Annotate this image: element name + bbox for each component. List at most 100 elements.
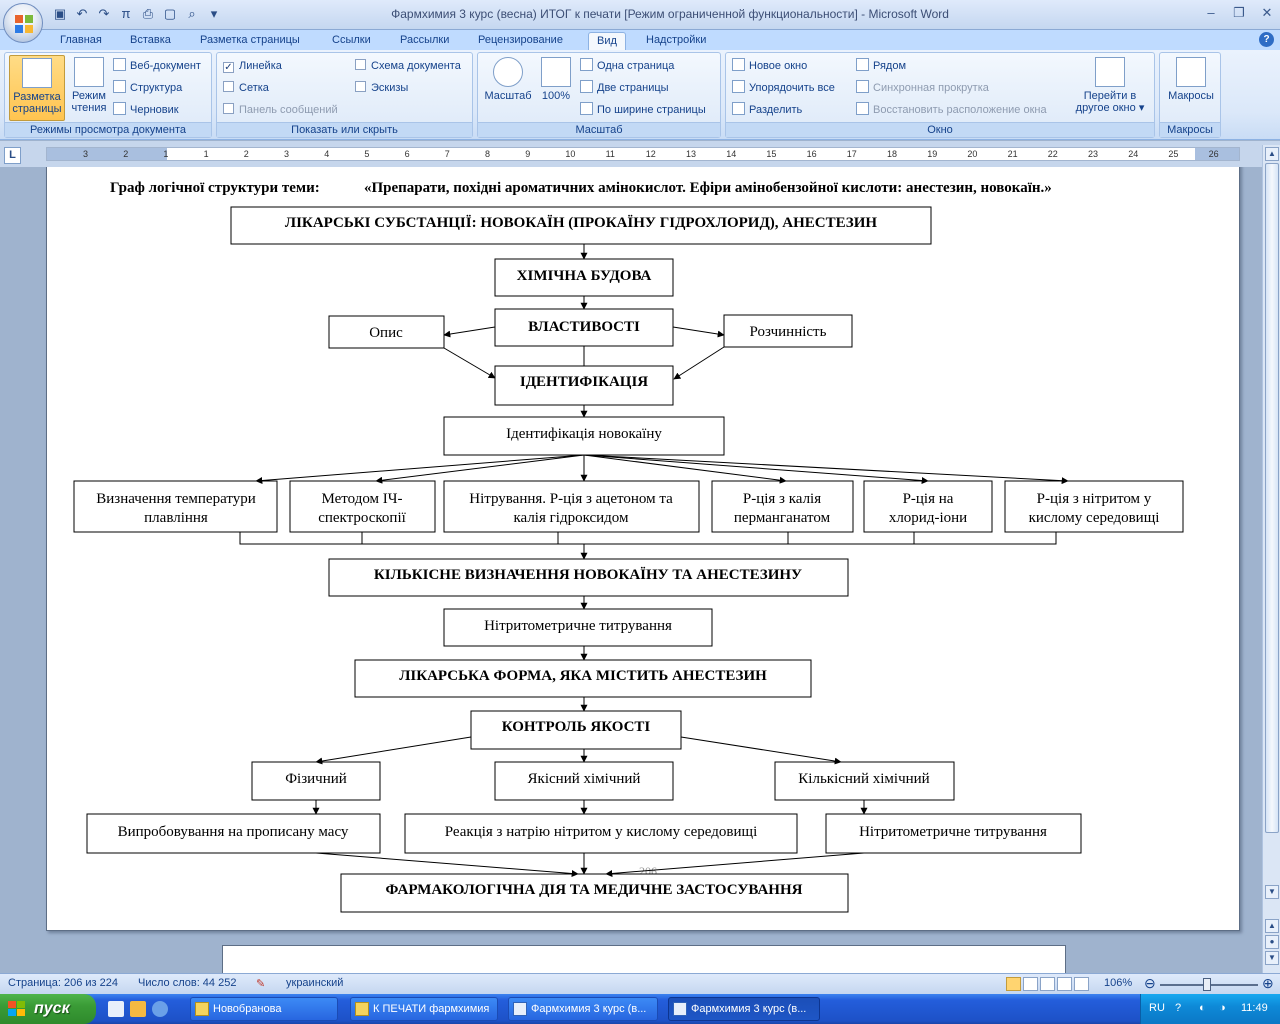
prev-page-icon[interactable]: ▲ xyxy=(1265,919,1279,933)
status-bar: Страница: 206 из 224 Число слов: 44 252 … xyxy=(0,973,1280,994)
svg-text:Методом ІЧ-: Методом ІЧ- xyxy=(321,491,402,507)
new-window-button[interactable]: Новое окно xyxy=(732,57,807,75)
new-doc-icon[interactable]: ▢ xyxy=(163,6,177,21)
save-icon[interactable]: ▣ xyxy=(53,6,67,21)
office-button[interactable] xyxy=(3,3,43,43)
outline-button[interactable]: Структура xyxy=(113,79,182,97)
tab-insert[interactable]: Вставка xyxy=(130,34,171,46)
tab-view[interactable]: Вид xyxy=(588,32,626,50)
next-page-icon[interactable]: ▼ xyxy=(1265,951,1279,965)
ruler-number: 4 xyxy=(324,149,330,159)
word-doc-icon xyxy=(673,1002,687,1016)
zoom-out-icon[interactable]: ⊖ xyxy=(1144,975,1156,991)
customize-qat-icon[interactable]: ▾ xyxy=(210,6,218,21)
node-dosage-form: ЛІКАРСЬКА ФОРМА, ЯКА МІСТИТЬ АНЕСТЕЗИН xyxy=(354,659,812,698)
view-draft-icon[interactable] xyxy=(1074,977,1089,991)
ruler-checkbox[interactable]: ✓Линейка xyxy=(223,60,282,73)
page-width-icon xyxy=(580,102,593,115)
page-count[interactable]: Страница: 206 из 224 xyxy=(8,977,118,989)
print-icon[interactable]: ⎙ xyxy=(142,6,154,21)
zoom-100-button[interactable]: 100% xyxy=(536,55,576,121)
message-bar-checkbox: Панель сообщений xyxy=(223,101,338,119)
undo-icon[interactable]: ↶ xyxy=(76,6,88,21)
tab-review[interactable]: Рецензирование xyxy=(478,34,563,46)
start-button[interactable]: пуск xyxy=(0,994,96,1024)
restore-icon[interactable]: ❐ xyxy=(1233,5,1245,20)
language[interactable]: украинский xyxy=(286,977,344,989)
view-print-layout-icon[interactable] xyxy=(1006,977,1021,991)
view-web-icon[interactable] xyxy=(1040,977,1055,991)
zoom-button[interactable]: Масштаб xyxy=(482,55,534,121)
scroll-up-icon[interactable]: ▲ xyxy=(1265,147,1279,161)
ruler-number: 13 xyxy=(686,149,697,159)
help-tray-icon[interactable]: ? xyxy=(1175,1002,1182,1014)
magnifier-icon xyxy=(493,57,523,87)
page-width-button[interactable]: По ширине страницы xyxy=(580,101,706,119)
web-layout-button[interactable]: Веб-документ xyxy=(113,57,201,75)
tab-mailings[interactable]: Рассылки xyxy=(400,34,450,46)
tab-home[interactable]: Главная xyxy=(60,34,102,46)
folder-icon xyxy=(355,1002,369,1016)
node-pharmacology: ФАРМАКОЛОГІЧНА ДІЯ ТА МЕДИЧНЕ ЗАСТОСУВАН… xyxy=(340,873,849,913)
outline-icon xyxy=(113,80,126,93)
ruler-number: 1 xyxy=(203,149,209,159)
document-map-checkbox[interactable]: Схема документа xyxy=(355,57,461,75)
side-by-side-button[interactable]: Рядом xyxy=(856,57,906,75)
thumbnails-checkbox[interactable]: Эскизы xyxy=(355,79,408,97)
macros-button[interactable]: Макросы xyxy=(1163,55,1219,121)
ruler-number: 3 xyxy=(284,149,290,159)
taskbar-item[interactable]: Фармхимия 3 курс (в... xyxy=(508,997,658,1021)
gridlines-checkbox[interactable]: Сетка xyxy=(223,79,269,97)
view-reading-icon[interactable] xyxy=(1023,977,1038,991)
language-indicator[interactable]: RU xyxy=(1149,1002,1165,1014)
next-page[interactable] xyxy=(222,945,1066,973)
zoom-level[interactable]: 106% xyxy=(1104,977,1133,989)
node-chloride: Р-ція на хлорид-іони xyxy=(863,480,993,533)
tool-quicklaunch-icon[interactable] xyxy=(130,1001,146,1017)
ruler-number: 9 xyxy=(525,149,531,159)
draft-button[interactable]: Черновик xyxy=(113,101,179,119)
ruler-number: 2 xyxy=(243,149,249,159)
print-preview-icon[interactable]: ⌕ xyxy=(188,6,196,21)
taskbar-item-active[interactable]: Фармхимия 3 курс (в... xyxy=(668,997,820,1021)
word-count[interactable]: Число слов: 44 252 xyxy=(138,977,237,989)
split-button[interactable]: Разделить xyxy=(732,101,802,119)
volume-icon[interactable]: ◑ xyxy=(1219,1002,1226,1014)
node-solubility: Розчинність xyxy=(723,314,853,348)
minimize-icon[interactable]: – xyxy=(1207,5,1215,20)
scroll-thumb[interactable] xyxy=(1265,163,1279,833)
scroll-down-icon[interactable]: ▼ xyxy=(1265,885,1279,899)
network-icon[interactable]: ◐ xyxy=(1199,1002,1206,1014)
two-pages-button[interactable]: Две страницы xyxy=(580,79,669,97)
ruler-number: 25 xyxy=(1168,149,1179,159)
vertical-scrollbar[interactable]: ▲ ▼ ▲ ● ▼ xyxy=(1262,145,1280,973)
switch-windows-button[interactable]: Перейти в другое окно ▾ xyxy=(1072,55,1148,121)
node-nitrite-reaction: Реакція з натрію нітритом у кислому сере… xyxy=(404,813,798,854)
zoom-in-icon[interactable]: ⊕ xyxy=(1262,975,1274,991)
close-icon[interactable]: ✕ xyxy=(1261,5,1273,20)
taskbar-item[interactable]: Новобранова xyxy=(190,997,338,1021)
print-layout-button[interactable]: Разметка страницы xyxy=(9,55,65,121)
one-page-button[interactable]: Одна страница xyxy=(580,57,674,75)
redo-icon[interactable]: ↷ xyxy=(98,6,110,21)
arrange-all-button[interactable]: Упорядочить все xyxy=(732,79,835,97)
word-quicklaunch-icon[interactable] xyxy=(108,1001,124,1017)
draft-icon xyxy=(113,102,126,115)
print-layout-icon xyxy=(22,58,52,88)
tab-references[interactable]: Ссылки xyxy=(332,34,371,46)
browse-object-icon[interactable]: ● xyxy=(1265,935,1279,949)
zoom-slider-thumb[interactable] xyxy=(1203,978,1211,991)
tab-selector[interactable]: L xyxy=(4,147,21,164)
tab-page-layout[interactable]: Разметка страницы xyxy=(200,34,300,46)
clock[interactable]: 11:49 xyxy=(1241,1002,1268,1014)
group-document-views: Разметка страницы Режим чтения Веб-докум… xyxy=(4,52,212,138)
help-icon[interactable]: ? xyxy=(1259,32,1274,47)
reading-mode-button[interactable]: Режим чтения xyxy=(67,55,111,121)
media-quicklaunch-icon[interactable] xyxy=(152,1001,168,1017)
equation-icon[interactable]: π xyxy=(121,6,131,21)
proofing-icon[interactable]: ✎ xyxy=(256,978,266,990)
taskbar-item[interactable]: К ПЕЧАТИ фармхимия xyxy=(350,997,498,1021)
tab-addins[interactable]: Надстройки xyxy=(646,34,707,46)
view-outline-icon[interactable] xyxy=(1057,977,1072,991)
